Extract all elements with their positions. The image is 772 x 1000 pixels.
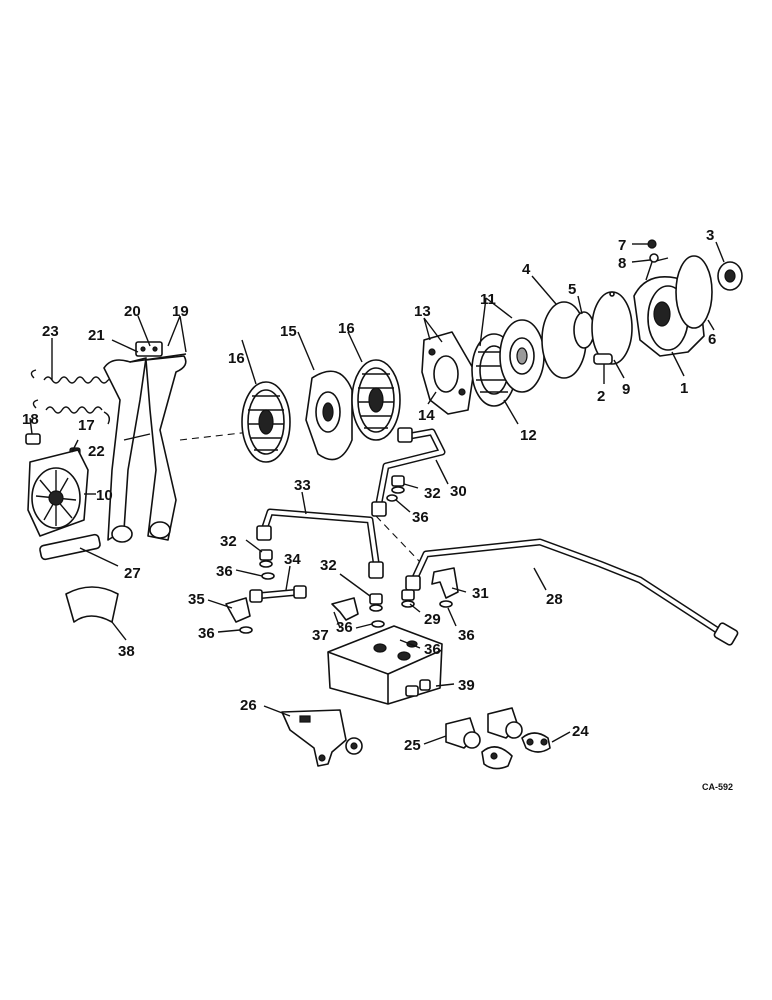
washer-part-36-right	[439, 600, 453, 608]
return-springs	[30, 369, 115, 425]
tube-part-30	[371, 427, 446, 517]
fitting-part-32-center	[369, 593, 383, 612]
callout-18: 18	[22, 411, 39, 428]
gasket-part-6	[675, 255, 713, 329]
callout-36-right: 36	[458, 627, 475, 644]
callout-16-left: 16	[228, 350, 245, 367]
callout-4: 4	[522, 261, 531, 278]
gasket-bolt-hole	[609, 291, 615, 297]
oring-part-5	[573, 311, 595, 349]
callout-3: 3	[706, 227, 714, 244]
callout-9: 9	[622, 381, 630, 398]
callout-16-right: 16	[338, 320, 355, 337]
hose-part-34	[249, 585, 307, 603]
callout-8: 8	[618, 255, 626, 272]
reference-code: CA-592	[702, 782, 733, 792]
callout-2: 2	[597, 388, 605, 405]
fitting-part-29	[401, 589, 415, 608]
elbow-part-35	[225, 597, 251, 623]
brake-disc-part-16-right	[351, 359, 401, 441]
callout-31: 31	[472, 585, 489, 602]
elbow-part-37	[331, 597, 359, 621]
callout-21: 21	[88, 327, 105, 344]
callout-36-center: 36	[336, 619, 353, 636]
washer-part-36-upper	[386, 494, 398, 502]
callout-26: 26	[240, 697, 257, 714]
callout-15: 15	[280, 323, 297, 340]
valve-block-part-39	[327, 625, 443, 705]
callout-32-upper: 32	[424, 485, 441, 502]
elbow-part-31	[431, 567, 459, 599]
callout-24: 24	[572, 723, 589, 740]
callout-27: 27	[124, 565, 141, 582]
callout-36-left: 36	[216, 563, 233, 580]
callout-5: 5	[568, 281, 576, 298]
callout-10: 10	[96, 487, 113, 504]
callout-6: 6	[708, 331, 716, 348]
callout-32-left: 32	[220, 533, 237, 550]
valve-centerline	[375, 515, 421, 563]
callout-17: 17	[78, 417, 95, 434]
fitting-part-32-upper	[391, 475, 405, 494]
callout-7: 7	[618, 237, 626, 254]
callout-11: 11	[480, 291, 496, 308]
dowel-part-2	[593, 353, 613, 365]
brake-pedals-part-19-22	[103, 341, 187, 543]
callout-38: 38	[118, 643, 135, 660]
callout-30: 30	[450, 483, 467, 500]
pressure-plate-part-15	[305, 370, 353, 461]
yoke-part-25-left	[445, 717, 481, 749]
disc-part-11	[499, 319, 545, 393]
pin-part-18	[25, 433, 41, 445]
callout-28: 28	[546, 591, 563, 608]
brake-housing-part-10	[27, 449, 89, 537]
callout-12: 12	[520, 427, 537, 444]
callout-19: 19	[172, 303, 189, 320]
washer-part-36-lower-left	[239, 626, 253, 634]
tube-part-33	[256, 508, 384, 579]
callout-1: 1	[680, 380, 688, 397]
washer-part-36-center	[371, 620, 385, 628]
yoke-part-25-right	[487, 707, 523, 739]
washer-part-36-left	[261, 572, 275, 580]
leader-lines	[29, 241, 725, 745]
callout-33: 33	[294, 477, 311, 494]
link-part-24	[521, 732, 551, 753]
link-plate-part-25	[481, 746, 513, 770]
fitting-part-32-left	[259, 549, 273, 568]
callout-25: 25	[404, 737, 421, 754]
shaft-part-27	[39, 533, 101, 561]
callout-23: 23	[42, 323, 59, 340]
washer-part-8	[649, 253, 659, 263]
callout-34: 34	[284, 551, 301, 568]
callout-37: 37	[312, 627, 329, 644]
callout-36-valve: 36	[424, 641, 441, 658]
callout-13: 13	[414, 303, 431, 320]
callout-36-lower-left: 36	[198, 625, 215, 642]
bracket-part-26	[281, 709, 363, 767]
bolt-part-7	[647, 239, 657, 249]
seal-part-3	[717, 261, 743, 291]
assembly-centerline	[179, 431, 251, 441]
callout-36-upper: 36	[412, 509, 429, 526]
sleeve-part-38	[65, 586, 119, 623]
callout-labels: 1 2 3 4 5 6 7 8 9 10 11 12 13 14 15 16 1…	[22, 227, 716, 754]
callout-14: 14	[418, 407, 435, 424]
callout-39: 39	[458, 677, 475, 694]
callout-22: 22	[88, 443, 105, 460]
callout-29: 29	[424, 611, 441, 628]
brake-disc-part-16-left	[241, 381, 291, 463]
callout-35: 35	[188, 591, 205, 608]
callout-32-center: 32	[320, 557, 337, 574]
tube-part-28	[405, 538, 739, 646]
callout-20: 20	[124, 303, 141, 320]
